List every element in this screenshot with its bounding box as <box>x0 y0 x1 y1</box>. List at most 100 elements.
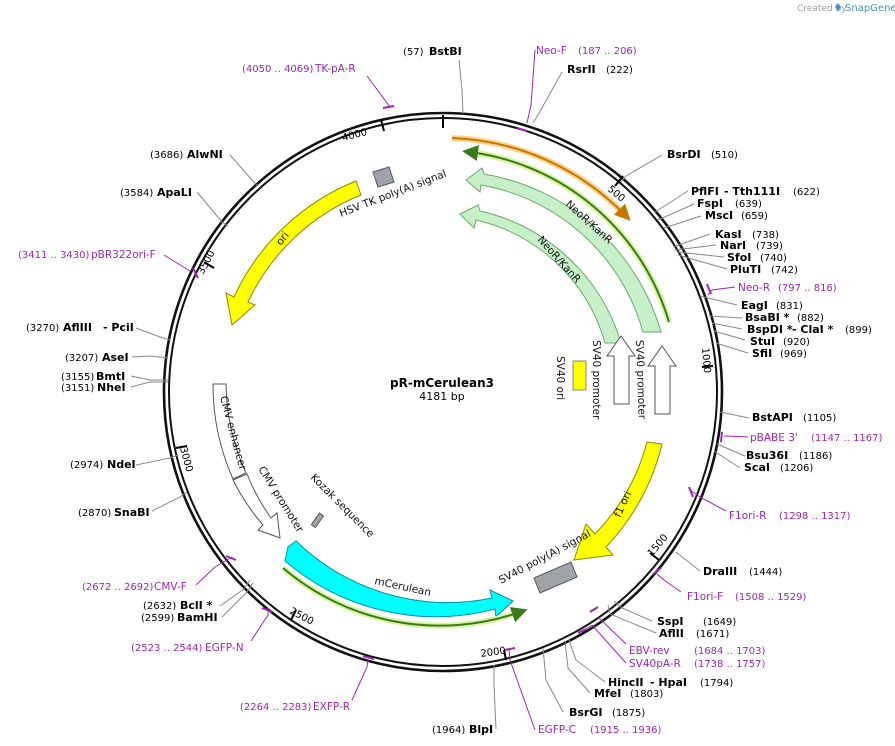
primer-range-sv40pa-r: (1738 .. 1757) <box>694 659 766 670</box>
tick-label-1000: 1000 <box>699 347 712 373</box>
site-pos-bsrgi: (1875) <box>612 708 645 719</box>
site-pos-afliii: (3270) <box>26 323 59 334</box>
site-name-scai: ScaI <box>744 461 770 474</box>
green-orf-arc <box>462 145 670 323</box>
primer-range-neo-f: (187 .. 206) <box>578 46 637 57</box>
site-pos-draiii: (1444) <box>749 567 782 578</box>
site-pos-asei: (3207) <box>65 353 98 364</box>
site-name-bamhi: BamHI <box>177 611 218 624</box>
primer-name-egfp-c: EGFP-C <box>538 724 576 736</box>
site-pos-sfii: (969) <box>780 349 807 360</box>
primer-range-cmv-f: (2672 .. 2692) <box>82 582 154 593</box>
site-pos-eagi: (831) <box>776 301 803 312</box>
site-name-fspi: FspI <box>697 197 723 210</box>
site-name-snabi: SnaBI <box>114 506 150 519</box>
site-pos-mfei: (1803) <box>630 689 663 700</box>
feature-label-sv40-ori: SV40 ori <box>554 356 566 400</box>
tick-label-2000: 2000 <box>480 646 507 660</box>
feature-label-sv40-promoter-2: SV40 promoter <box>590 340 602 420</box>
primer-range-exfp-r: (2264 .. 2283) <box>240 702 312 713</box>
site-name-bsrgi: BsrGI <box>569 706 602 719</box>
site-name-msci: MscI <box>705 209 733 222</box>
site-pos-pflfi: (622) <box>793 187 820 198</box>
site-name-sspi: SspI <box>657 615 683 628</box>
primer-range-f1ori-f: (1508 .. 1529) <box>735 592 807 603</box>
site-name-nhei: NheI <box>97 381 126 394</box>
site-name-clai: - ClaI * <box>792 323 834 336</box>
site-pos-stui: (920) <box>783 337 810 348</box>
primer-name-tk-pa-r: TK-pA-R <box>314 63 356 75</box>
site-pos-snabi: (2870) <box>78 508 111 519</box>
site-pos-scai: (1206) <box>780 463 813 474</box>
primer-name-f1ori-r: F1ori-R <box>729 510 766 522</box>
primer-range-egfp-c: (1915 .. 1936) <box>590 725 662 736</box>
feature-ori <box>225 180 362 326</box>
site-pos-bstapi: (1105) <box>803 413 836 424</box>
site-pos-aflii: (1671) <box>696 629 729 640</box>
site-pos-rsrii: (222) <box>606 65 633 76</box>
feature-label-kozak: Kozak sequence <box>308 472 376 540</box>
primer-name-sv40pa-r: SV40pA-R <box>629 658 681 670</box>
site-name-alwni: AlwNI <box>187 148 223 161</box>
primer-name-egfp-n: EGFP-N <box>205 642 244 654</box>
tick-1500: 1500 <box>646 532 671 561</box>
site-name-eagi: EagI <box>741 299 768 312</box>
site-name-pflfi: PflFI <box>691 185 719 198</box>
site-pos-blpi: (1964) <box>432 725 465 736</box>
site-pos-sfoi: (740) <box>760 253 787 264</box>
tick-label-2500: 2500 <box>288 606 316 628</box>
site-name-bsrdi: BsrDI <box>667 148 701 161</box>
primer-name-f1ori-f: F1ori-F <box>687 591 723 603</box>
map-title: pR-mCerulean3 <box>390 376 494 390</box>
site-pos-ndei: (2974) <box>70 460 103 471</box>
site-pos-nari: (739) <box>756 241 783 252</box>
site-name-afliii: AflIII <box>63 321 92 334</box>
site-pos-alwni: (3686) <box>150 150 183 161</box>
feature-sv40-promoter-2 <box>606 335 636 405</box>
primer-range-pbabe3: (1147 .. 1167) <box>811 433 883 444</box>
site-pos-bspdi: (899) <box>845 325 872 336</box>
feature-label-sv40-promoter-1: SV40 promoter <box>633 340 648 420</box>
site-name-blpi: BlpI <box>469 723 493 736</box>
backbone-outer <box>162 111 724 673</box>
site-name-bsabi: BsaBI * <box>745 311 790 324</box>
tick-3000: 3000 <box>175 445 194 473</box>
site-name-asei: AseI <box>102 351 129 364</box>
feature-f1-ori <box>573 441 663 561</box>
site-name-apali: ApaLI <box>157 186 192 199</box>
feature-mcerulean <box>284 540 514 619</box>
site-pos-bamhi: (2599) <box>141 613 174 624</box>
site-name-pluti: PluTI <box>730 263 761 276</box>
feature-label-neor-kanr-2: NeoR/KanR <box>535 234 583 286</box>
tick-1000: 1000 <box>699 347 714 374</box>
primer-range-pbr322ori-f: (3411 .. 3430) <box>18 250 90 261</box>
snapgene-logo-icon <box>835 3 841 11</box>
site-name-sfoi: SfoI <box>727 251 751 264</box>
primer-name-neo-f: Neo-F <box>536 45 567 57</box>
credit-prefix: Created by <box>797 4 847 14</box>
primer-bind-marks <box>192 105 723 660</box>
feature-cmv-enhancer <box>212 383 247 480</box>
site-name-bmti: BmtI <box>96 370 125 383</box>
site-pos-kasi: (738) <box>752 230 779 241</box>
primer-range-egfp-n: (2523 .. 2544) <box>131 643 203 654</box>
site-pos-bcli: (2632) <box>143 601 176 612</box>
site-pos-fspi: (639) <box>735 199 762 210</box>
site-name-tth111i: - Tth111I <box>724 185 780 198</box>
site-name-aflii: AflII <box>659 627 684 640</box>
site-pos-nhei: (3151) <box>61 383 94 394</box>
orange-annotation-arrow <box>451 137 631 221</box>
site-pos-bmti: (3155) <box>61 372 94 383</box>
site-name-stui: StuI <box>750 335 775 348</box>
site-name-hpai: - HpaI <box>650 676 687 689</box>
site-name-ndei: NdeI <box>107 458 136 471</box>
site-pos-apali: (3584) <box>120 188 153 199</box>
site-name-bspdi: BspDI * <box>747 323 793 336</box>
feature-neor-kanr-inner <box>459 204 622 344</box>
site-name-sfii: SfiI <box>752 347 772 360</box>
site-name-bcli: BclI * <box>180 599 213 612</box>
site-pos-bsu36i: (1186) <box>799 451 832 462</box>
site-pos-hincii: (1794) <box>700 678 733 689</box>
site-pos-pluti: (742) <box>771 265 798 276</box>
